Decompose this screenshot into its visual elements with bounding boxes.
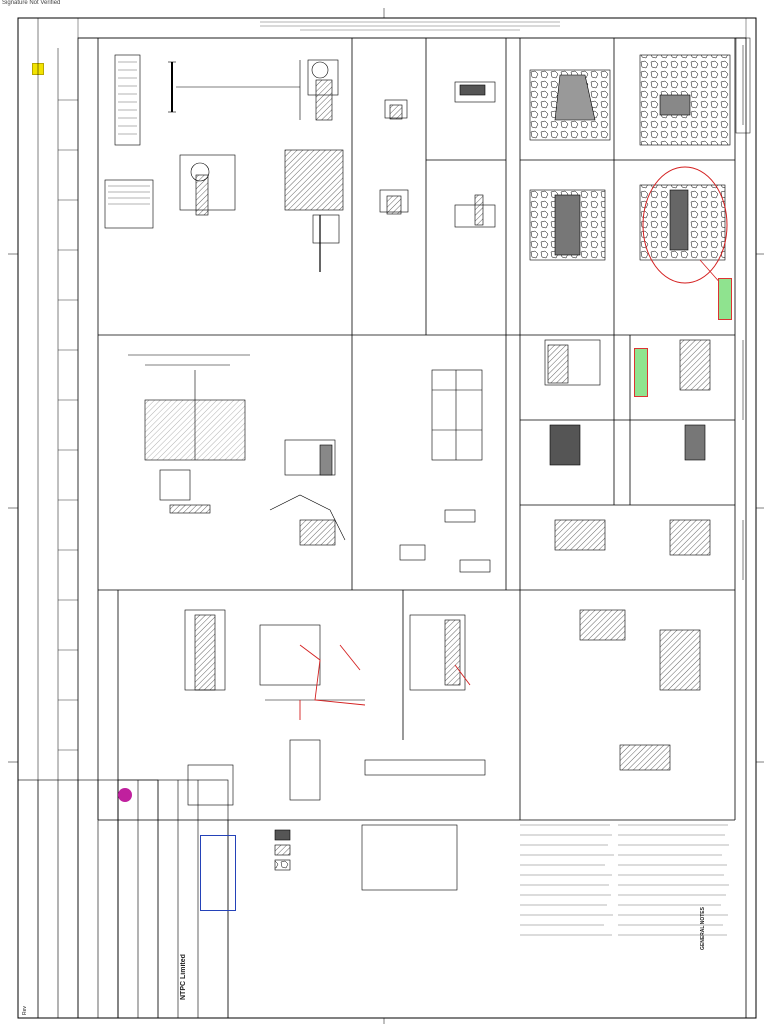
revision-label: Rev: [22, 1006, 28, 1015]
green-callout-2: [634, 348, 648, 397]
general-notes-title: GENERAL NOTES: [700, 907, 706, 950]
signature-status: Signature Not Verified: [2, 0, 61, 6]
blue-callout: [200, 835, 236, 911]
green-callout-1: [718, 278, 732, 320]
title-block-owner: NTPC Limited: [180, 954, 187, 1000]
